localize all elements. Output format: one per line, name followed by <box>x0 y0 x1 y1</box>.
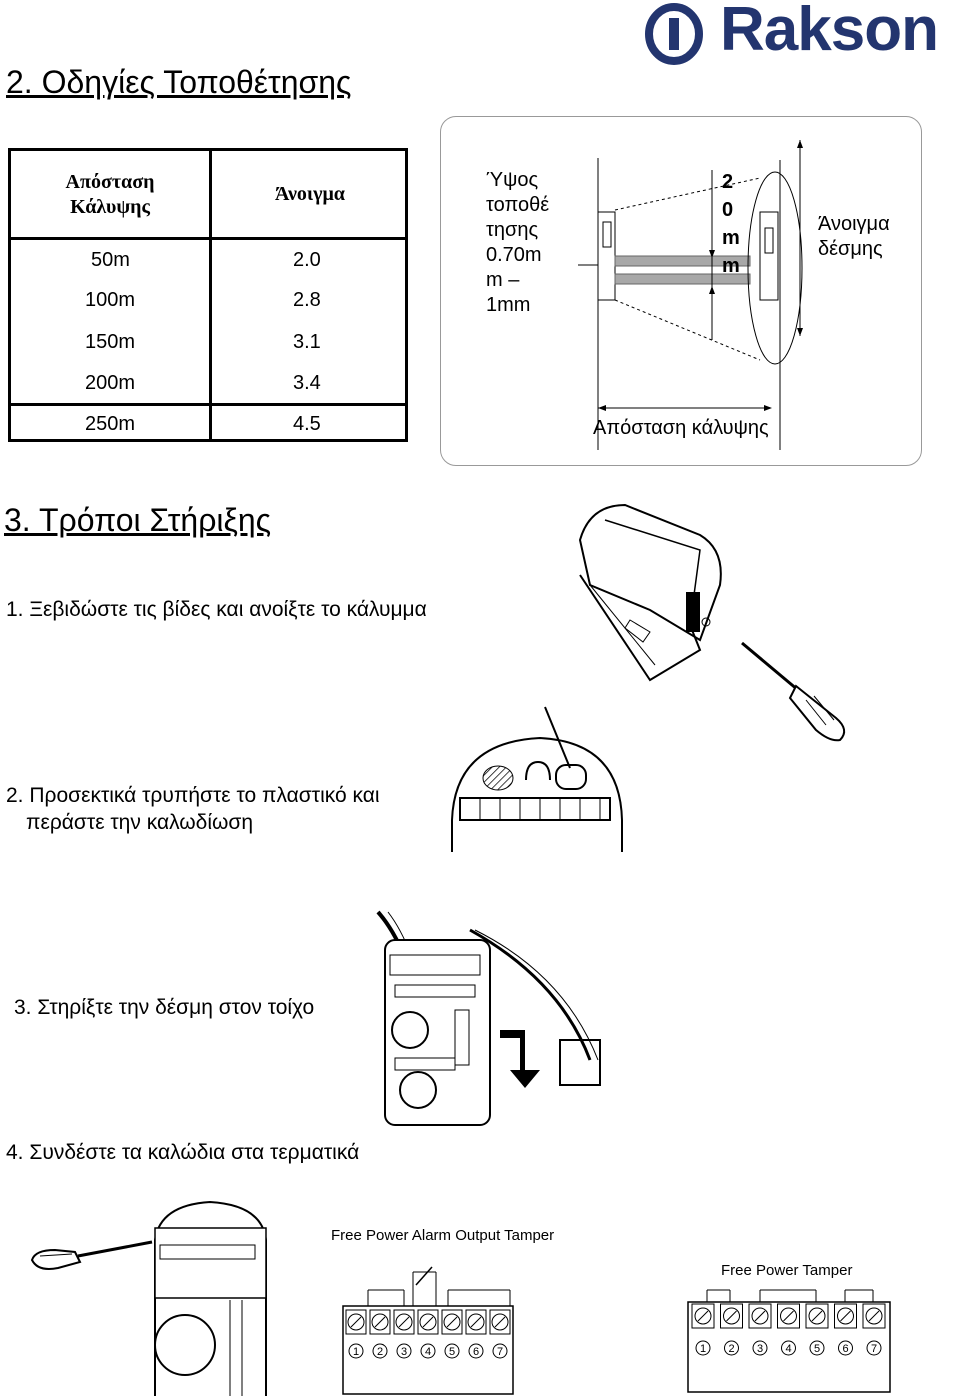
beam-width-label: 2 0 m m <box>722 168 740 280</box>
beam-width-char: m <box>722 227 740 249</box>
height-label-line: 0.70m <box>486 244 542 266</box>
terminal-number: 6 <box>473 1346 479 1358</box>
terminal-number: 4 <box>785 1343 791 1355</box>
table-cell-distance: 50m <box>91 249 130 271</box>
screw-slot-icon <box>726 1310 737 1322</box>
screw-slot-icon <box>697 1310 709 1322</box>
wall-mount-illustration <box>376 910 601 1126</box>
header-distance-line2: Κάλυψης <box>70 196 150 218</box>
terminal-number-circle <box>492 1343 508 1359</box>
terminal-number: 1 <box>700 1343 706 1355</box>
screw-slot-icon <box>840 1310 851 1322</box>
receiver-terminal-label: Free Power Alarm Output Tamper <box>331 1227 555 1244</box>
height-label-line: 1mm <box>486 294 531 316</box>
terminal-number: 7 <box>497 1346 503 1358</box>
table-cell-opening: 2.0 <box>293 249 321 271</box>
step1-text: 1. Ξεβιδώστε τις βίδες και ανοίξτε το κά… <box>6 598 427 621</box>
terminal-number: 7 <box>871 1343 877 1355</box>
beam-width-char: 2 <box>722 171 734 193</box>
rakson-logo: Rakson <box>640 0 958 66</box>
screw-slot-icon <box>783 1310 794 1322</box>
terminal-number: 6 <box>842 1343 848 1355</box>
height-label: Ύψος τοποθέ τησης 0.70m m – 1mm <box>486 168 549 318</box>
base-knockout-illustration <box>451 706 623 852</box>
detector-open-cover-illustration <box>578 503 722 682</box>
screw-slot-icon <box>868 1310 880 1322</box>
terminal-number: 3 <box>401 1346 407 1358</box>
terminal-number: 1 <box>353 1346 359 1358</box>
terminal-number: 3 <box>757 1343 763 1355</box>
terminal-number-circle <box>724 1340 739 1356</box>
terminal-number: 4 <box>425 1346 431 1358</box>
terminal-number-circle <box>781 1340 796 1356</box>
coverage-table: Απόσταση Κάλυψης Άνοιγμα 50m 2.0 100m 2.… <box>8 148 408 442</box>
coverage-distance-label: Απόσταση κάλυψης <box>593 417 769 439</box>
screwdriver-icon <box>741 641 846 742</box>
screw-slot-icon <box>754 1310 766 1322</box>
opening-label-line: Άνοιγμα <box>818 213 890 235</box>
terminal-number: 2 <box>377 1346 383 1358</box>
table-header-distance: Απόσταση Κάλυψης <box>11 171 209 219</box>
logo-mark-icon <box>645 3 703 65</box>
terminal-number-circle <box>420 1343 436 1359</box>
terminal-number-circle <box>838 1340 853 1356</box>
step2-line: 2. Προσεκτικά τρυπήστε το πλαστικό και <box>6 784 380 807</box>
logo-text: Rakson <box>720 0 939 64</box>
terminal-number-circle <box>809 1340 825 1356</box>
screw-slot-icon <box>494 1316 506 1328</box>
screw-slot-icon <box>374 1316 386 1328</box>
beam-diagram-drawing <box>578 140 803 450</box>
height-label-line: m – <box>486 269 520 291</box>
table-cell-distance: 200m <box>85 372 136 394</box>
section2-title: 2. Οδηγίες Τοποθέτησης <box>6 64 352 100</box>
height-label-line: Ύψος <box>486 169 539 191</box>
terminal-number-circle <box>752 1340 768 1356</box>
step2-text: 2. Προσεκτικά τρυπήστε το πλαστικό και π… <box>6 782 380 836</box>
terminal-number: 5 <box>449 1346 455 1358</box>
table-cell-distance: 100m <box>85 289 136 311</box>
terminal-number-circle <box>444 1343 460 1359</box>
transmitter-terminal-label: Free Power Tamper <box>721 1262 853 1279</box>
beam-width-char: m <box>722 255 740 277</box>
screw-slot-icon <box>422 1316 434 1328</box>
screw-slot-icon <box>811 1310 823 1322</box>
table-cell-distance: 250m <box>85 413 136 435</box>
terminal-number-circle <box>396 1343 412 1359</box>
terminal-number-circle <box>348 1343 364 1359</box>
section3-title: 3. Τρόποι Στήριξης <box>4 502 272 538</box>
screw-slot-icon <box>398 1316 410 1328</box>
header-distance-line1: Απόσταση <box>65 171 155 193</box>
table-cell-opening: 4.5 <box>293 413 321 435</box>
terminal-number-circle <box>468 1343 484 1359</box>
table-cell-opening: 2.8 <box>293 289 321 311</box>
opening-label: Άνοιγμα δέσμης <box>818 212 890 262</box>
terminal-number-circle <box>695 1340 711 1356</box>
terminal-number: 5 <box>814 1343 820 1355</box>
opening-label-line: δέσμης <box>818 238 883 260</box>
step2-line: περάστε την καλωδίωση <box>26 811 254 834</box>
screw-slot-icon <box>470 1316 482 1328</box>
terminal-number-circle <box>372 1343 388 1359</box>
height-label-line: τοποθέ <box>486 194 550 216</box>
step3-text: 3. Στηρίξτε την δέσμη στον τοίχο <box>14 996 315 1019</box>
table-cell-distance: 150m <box>85 331 136 353</box>
terminal-number-circle <box>866 1340 882 1356</box>
beam-diagram <box>440 116 922 466</box>
screw-slot-icon <box>350 1316 362 1328</box>
table-header-opening: Άνοιγμα <box>275 183 345 205</box>
table-cell-opening: 3.1 <box>293 331 321 353</box>
height-label-line: τησης <box>486 219 539 241</box>
beam-width-char: 0 <box>722 199 734 221</box>
table-cell-opening: 3.4 <box>293 372 321 394</box>
screw-slot-icon <box>446 1316 458 1328</box>
terminal-number: 2 <box>728 1343 734 1355</box>
step4-text: 4. Συνδέστε τα καλώδια στα τερματικά <box>6 1141 360 1164</box>
